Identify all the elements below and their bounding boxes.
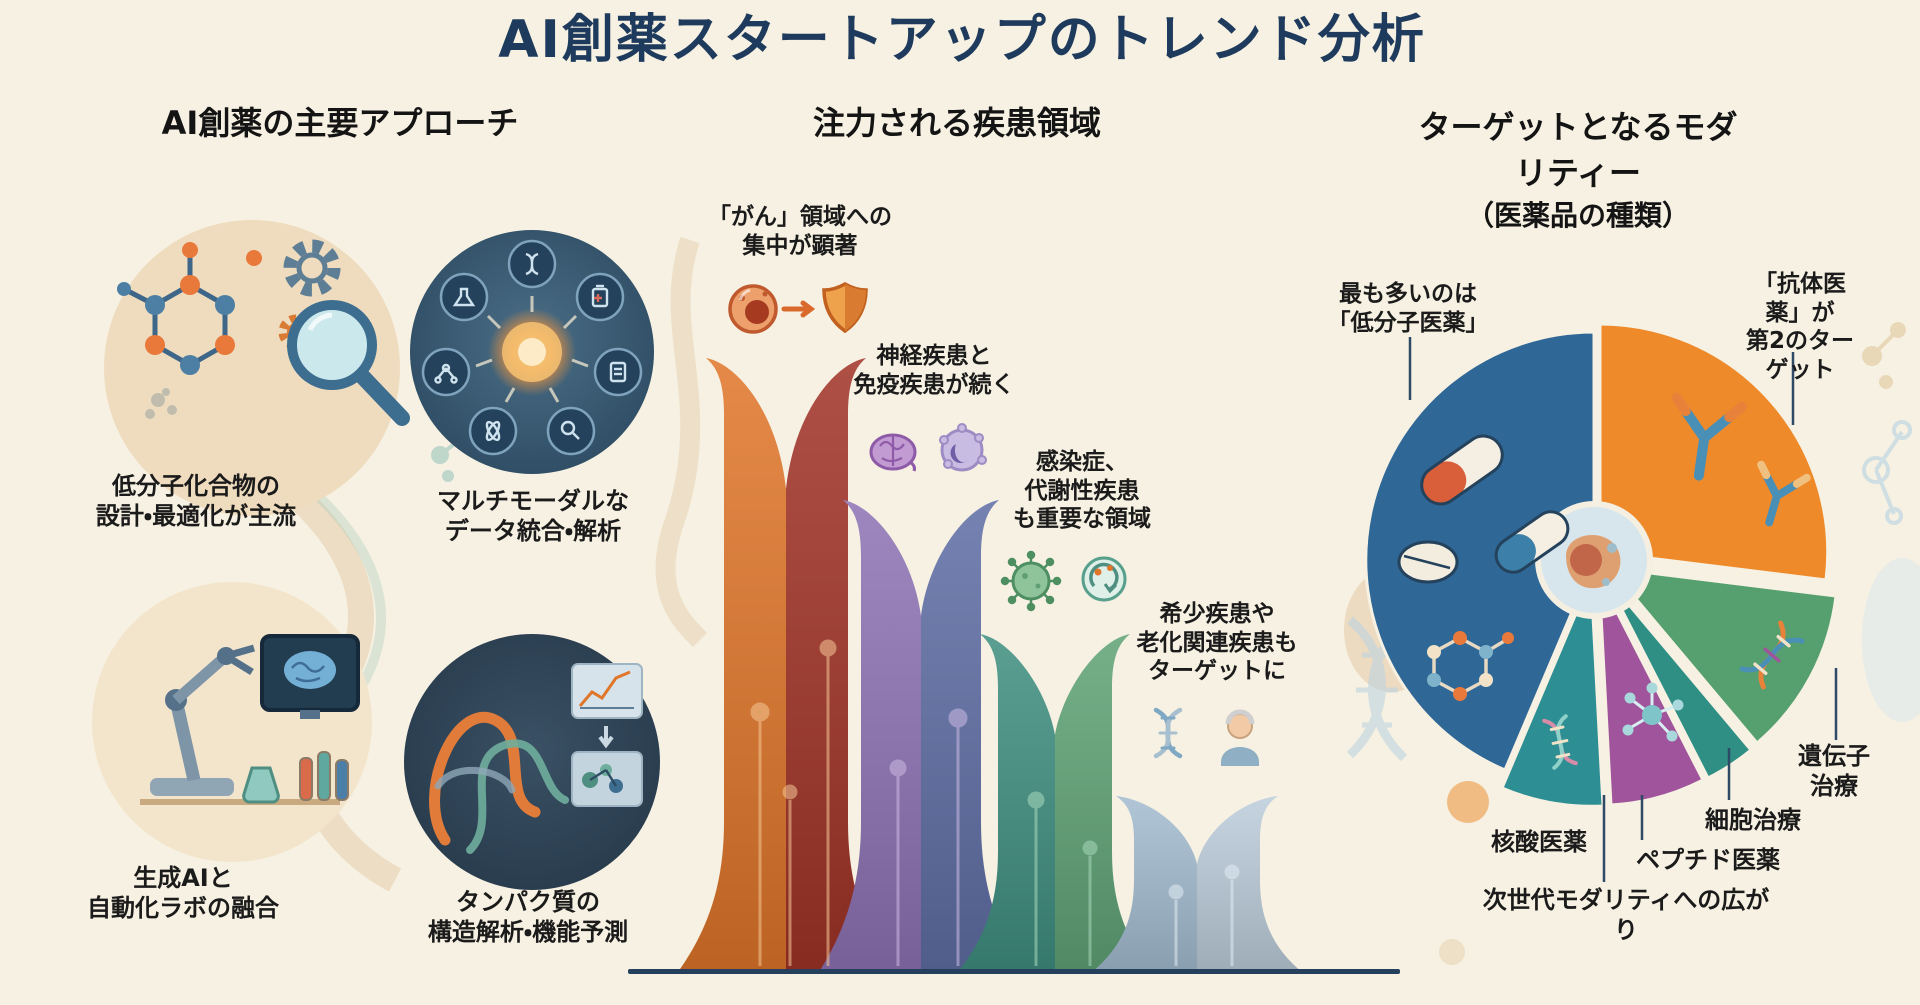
label-gene-therapy: 遺伝子 治療 — [1798, 742, 1870, 800]
gear-icon — [283, 239, 341, 297]
annotation-infection-metabolic: 感染症、 代謝性疾患 も重要な領域 — [1013, 449, 1151, 533]
circuit-traces-decor — [750, 639, 1240, 966]
pie-slice-gene-therapy — [1606, 566, 1838, 746]
label-next-gen-modality: 次世代モダリティへの広がり — [1482, 886, 1770, 944]
structure-panel-icon — [571, 751, 643, 807]
approach-robot-lab-illustration — [92, 582, 372, 862]
modalities-header-line1: ターゲットとなるモダリティー — [1418, 108, 1738, 192]
monitor-brain-icon — [260, 634, 360, 719]
chart-panel-icon — [571, 663, 643, 719]
annotation-rare-aging: 希少疾患や 老化関連疾患も ターゲットに — [1136, 601, 1298, 685]
disease-stream-chart — [628, 358, 1400, 974]
modality-pie-chart — [1364, 322, 1838, 882]
tablet-icon — [1397, 540, 1459, 584]
arrow-down-icon — [598, 726, 614, 749]
brain-icon — [869, 433, 917, 472]
diseases-header: 注力される疾患領域 — [812, 104, 1102, 142]
magnifier-icon — [546, 406, 596, 456]
peptide-molecule-icon — [1622, 682, 1684, 742]
protein-ribbon-icon — [429, 711, 569, 854]
page-title: AI創薬スタートアップのトレンド分析 — [498, 10, 1426, 70]
neuro-immune-icons-row — [869, 423, 987, 472]
caption-small-molecule-design: 低分子化合物の 設計・最適化が主流 — [95, 472, 297, 530]
pie-slice-small-molecule — [1364, 330, 1596, 772]
shield-icon — [822, 281, 868, 334]
modalities-header-line2: （医薬品の種類） — [1465, 199, 1690, 232]
inward-arrows-icon — [475, 296, 589, 403]
annotation-small-molecule-share: 最も多いのは 「低分子医薬」 — [1327, 281, 1489, 336]
magnifier-icon — [287, 300, 410, 426]
label-leader-lines — [1408, 337, 1838, 882]
molecule-doodle-icon — [1862, 322, 1906, 389]
label-cell-therapy: 細胞治療 — [1705, 806, 1801, 834]
molecule-icon — [117, 242, 262, 375]
baseline-axis — [628, 969, 1400, 974]
capsule-icon — [1494, 510, 1570, 574]
atom-icon — [468, 406, 518, 456]
dna-icon — [1739, 620, 1805, 690]
caption-protein-structure: タンパク質の 構造解析・機能予測 — [427, 888, 629, 946]
annotation-cancer: 「がん」領域への 集中が顕著 — [708, 204, 892, 259]
metabolism-icon — [1081, 556, 1127, 602]
approaches-header: AI創薬の主要アプローチ — [161, 104, 519, 142]
elderly-person-icon — [1221, 709, 1259, 766]
flask-icon — [242, 766, 280, 804]
approach-protein-illustration — [404, 634, 660, 890]
rare-aging-icons-row — [1153, 707, 1259, 766]
label-nucleic-acid: 核酸医薬 — [1491, 828, 1587, 856]
cancer-cell-icon — [728, 284, 778, 334]
modalities-header: ターゲットとなるモダリティー （医薬品の種類） — [1407, 102, 1749, 234]
test-tubes-icon — [299, 751, 349, 801]
cancer-icons-row — [728, 281, 868, 334]
infection-metabolic-icons-row — [1000, 550, 1127, 612]
label-peptide: ペプチド医薬 — [1636, 846, 1780, 874]
annotation-antibody-share: 「抗体医薬」が 第2のターゲット — [1745, 271, 1854, 383]
immune-cell-icon — [939, 423, 987, 472]
approach-small-molecule-illustration — [104, 220, 410, 516]
approach-multimodal-illustration — [410, 230, 654, 474]
pie-slice-cell-therapy — [1602, 574, 1754, 781]
virus-icon — [1000, 550, 1062, 612]
antibody-icon — [1671, 392, 1811, 527]
pie-slice-nucleic-acid — [1500, 577, 1605, 808]
nucleic-dna-icon — [1542, 714, 1578, 770]
arrow-right-icon — [781, 300, 816, 318]
flask-icon — [439, 272, 489, 322]
molecule-doodle-icon — [1862, 420, 1912, 525]
molecule-icon — [1427, 631, 1514, 701]
capsule-icon — [1420, 434, 1504, 506]
caption-generative-ai-lab: 生成AIと 自動化ラボの融合 — [87, 864, 279, 922]
dna-icon — [1153, 707, 1183, 759]
caption-multimodal-data: マルチモーダルな データ統合・解析 — [437, 487, 629, 545]
molecule-blob-icon — [145, 388, 177, 419]
robot-arm-icon — [150, 644, 255, 796]
document-icon — [593, 347, 643, 397]
annotation-neuro-immune: 神経疾患と 免疫疾患が続く — [853, 343, 1015, 398]
